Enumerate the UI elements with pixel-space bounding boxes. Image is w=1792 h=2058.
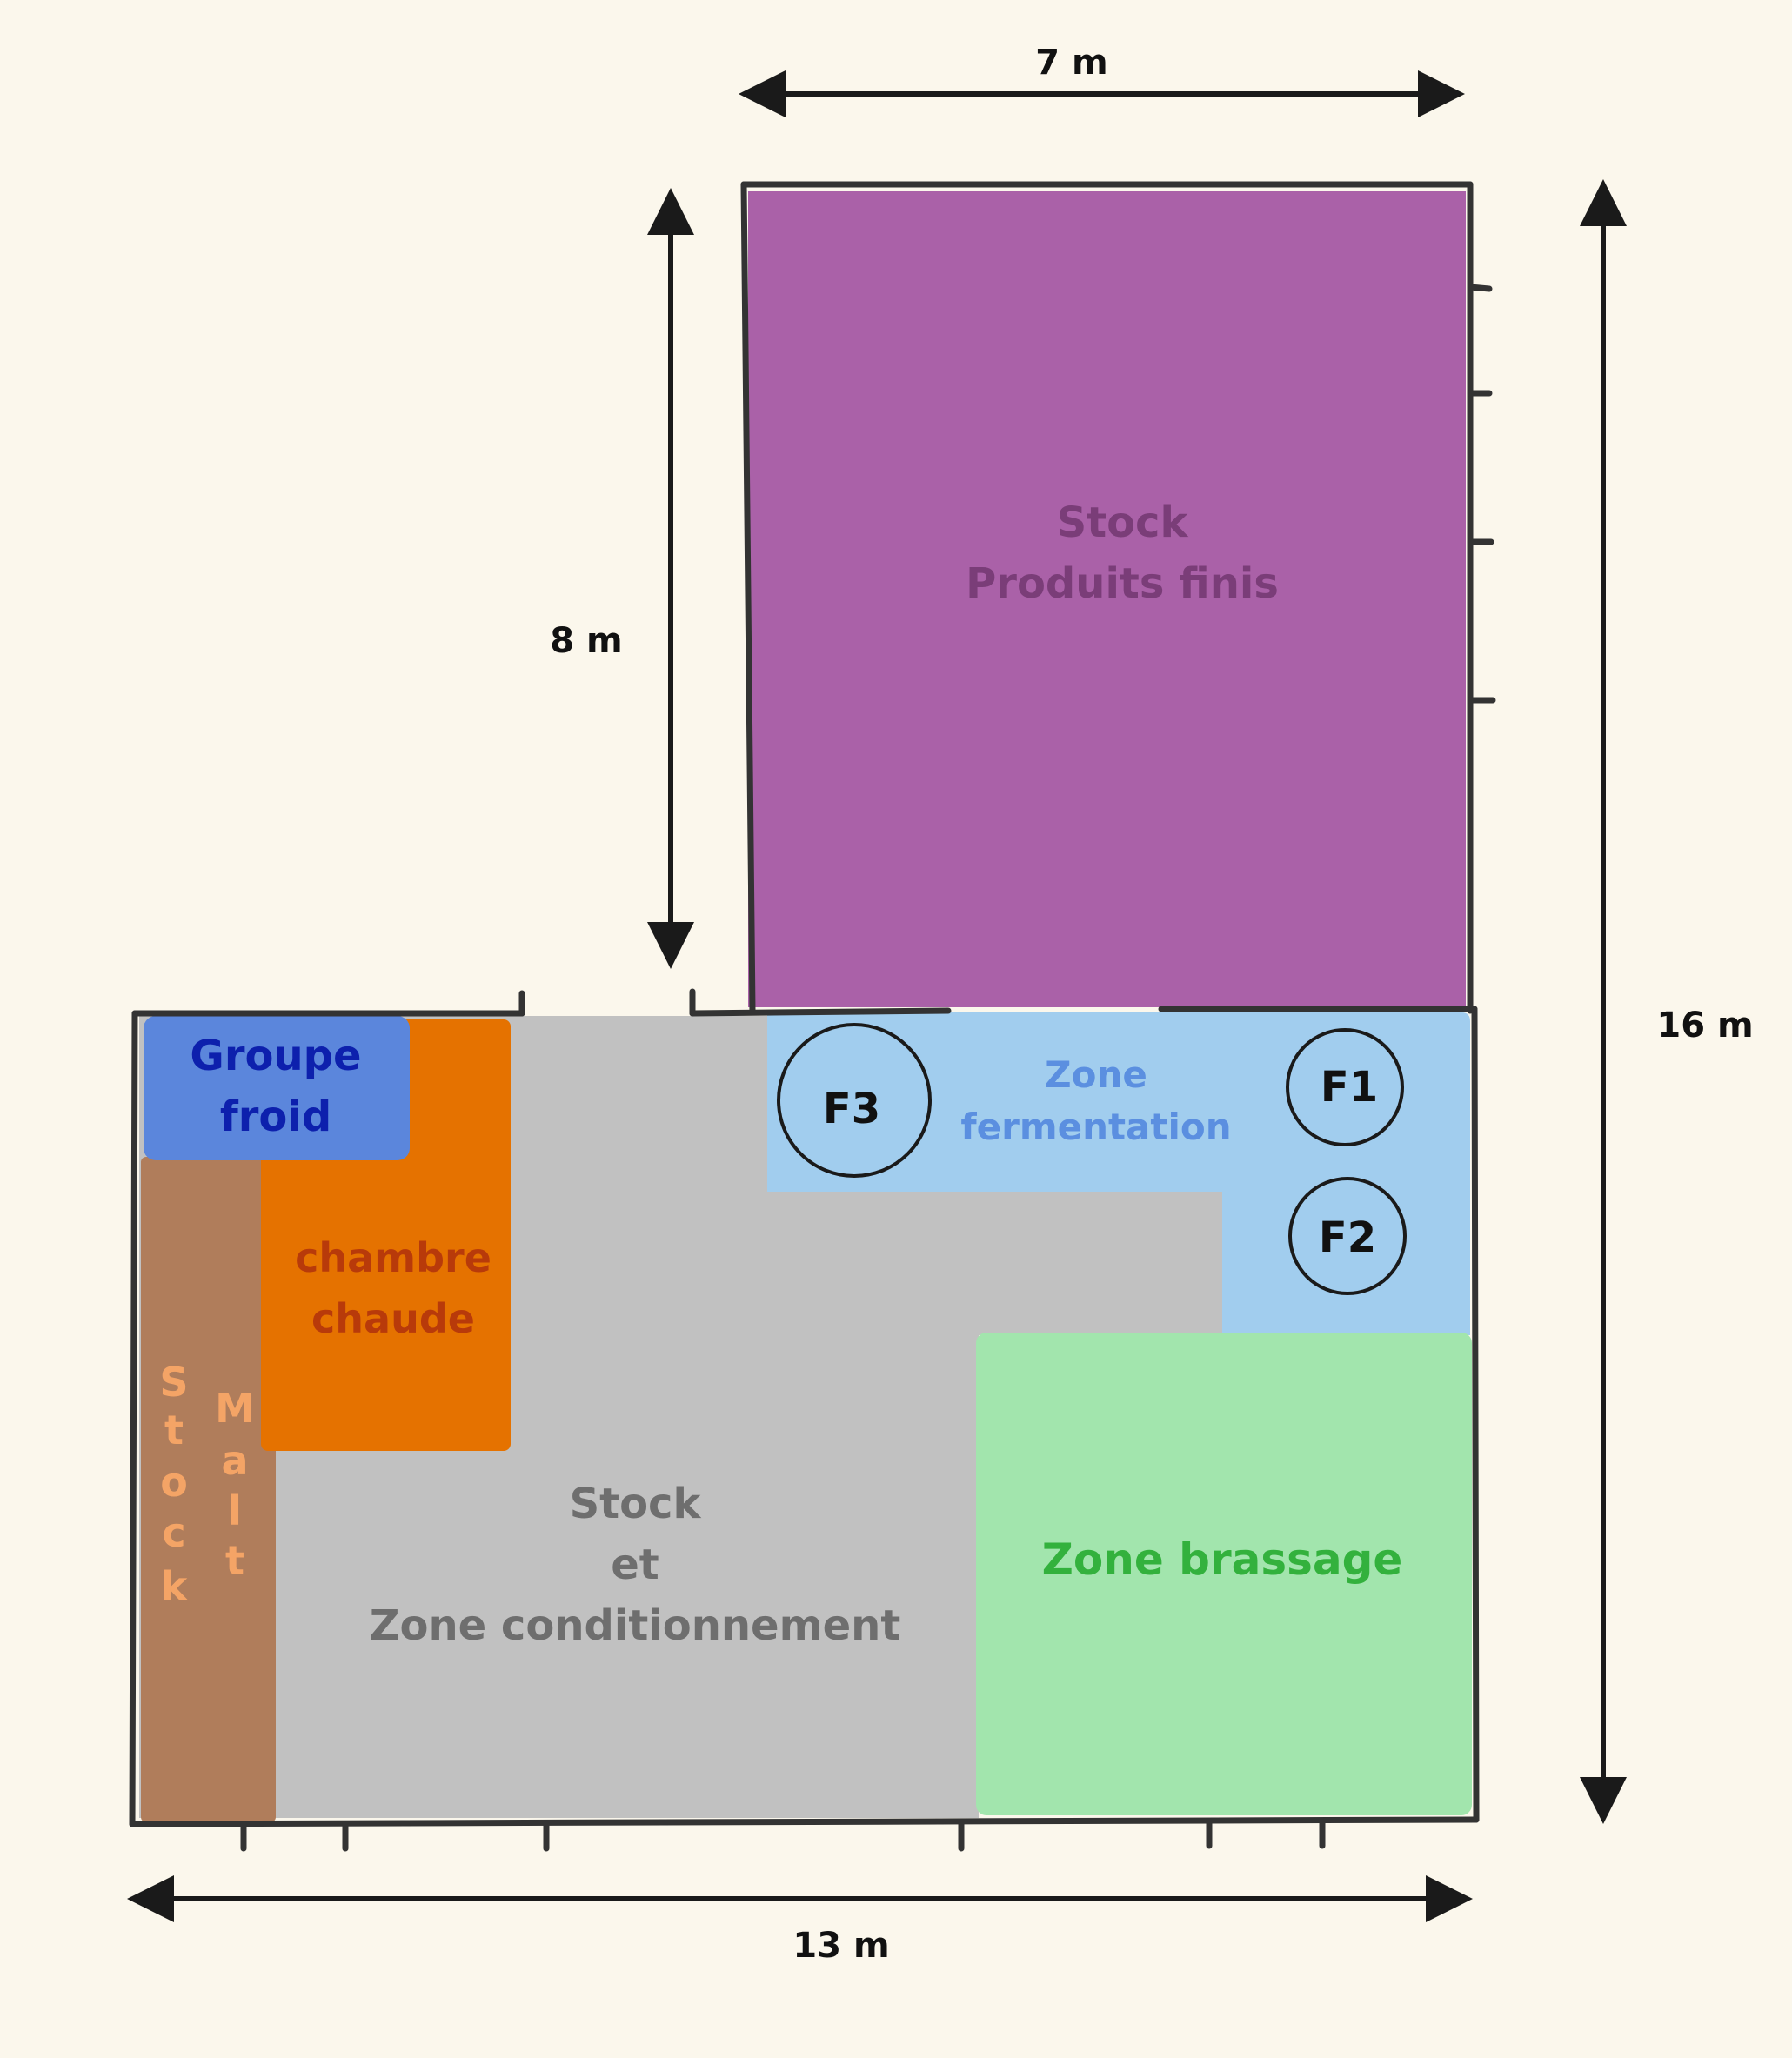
chambre-chaude-label-1: chambre: [295, 1234, 491, 1281]
malt-letter: t: [225, 1537, 244, 1584]
walls: [129, 181, 1496, 1852]
malt-letter: M: [215, 1385, 255, 1432]
malt-letter: a: [221, 1437, 248, 1484]
fermenter-f3: F3: [777, 1023, 932, 1178]
fermenter-f1-label: F1: [1321, 1063, 1378, 1112]
chambre-chaude-label-2: chaude: [311, 1295, 475, 1342]
stock-conditionnement-label-3: Zone conditionnement: [370, 1601, 901, 1650]
dimension-arrows: [127, 70, 1627, 1922]
stock-malt-label: S t o c k M a l t: [159, 1359, 254, 1610]
fermenter-f2-label: F2: [1319, 1213, 1376, 1262]
malt-letter: t: [164, 1407, 184, 1453]
stock-produits-finis-label-1: Stock: [1057, 498, 1189, 547]
dim-top-width: 7 m: [1035, 43, 1107, 83]
stock-conditionnement-label-1: Stock: [570, 1480, 702, 1528]
zone-stock-malt: [141, 1157, 276, 1822]
fermenter-f3-circle: [777, 1023, 932, 1178]
fermentation-label-1: Zone: [1045, 1053, 1147, 1096]
zone-groupe-froid: [144, 1016, 410, 1160]
groupe-froid-label-1: Groupe: [190, 1032, 361, 1080]
fermenter-f2-circle: [1288, 1177, 1407, 1295]
zone-stock-produits-finis: [748, 191, 1466, 1007]
malt-letter: l: [228, 1487, 242, 1534]
malt-letter: c: [162, 1509, 185, 1556]
stock-produits-finis-label-2: Produits finis: [966, 559, 1279, 608]
fermentation-label-2: fermentation: [960, 1106, 1231, 1148]
fermenter-f1-circle: [1286, 1028, 1404, 1146]
fermenter-f3-label: F3: [823, 1085, 880, 1133]
groupe-froid-label-2: froid: [220, 1092, 331, 1141]
fermenter-f2: F2: [1288, 1177, 1407, 1295]
fermenter-f1: F1: [1286, 1028, 1404, 1146]
malt-letter: k: [161, 1563, 189, 1610]
dim-bottom-width: 13 m: [792, 1926, 889, 1966]
brassage-label: Zone brassage: [1042, 1534, 1403, 1585]
malt-letter: S: [159, 1359, 188, 1406]
dim-upper-height: 8 m: [550, 621, 622, 661]
zone-brassage: [976, 1333, 1472, 1815]
stock-conditionnement-label-2: et: [611, 1540, 659, 1589]
dim-total-height: 16 m: [1656, 1006, 1753, 1046]
malt-letter: o: [160, 1459, 188, 1506]
